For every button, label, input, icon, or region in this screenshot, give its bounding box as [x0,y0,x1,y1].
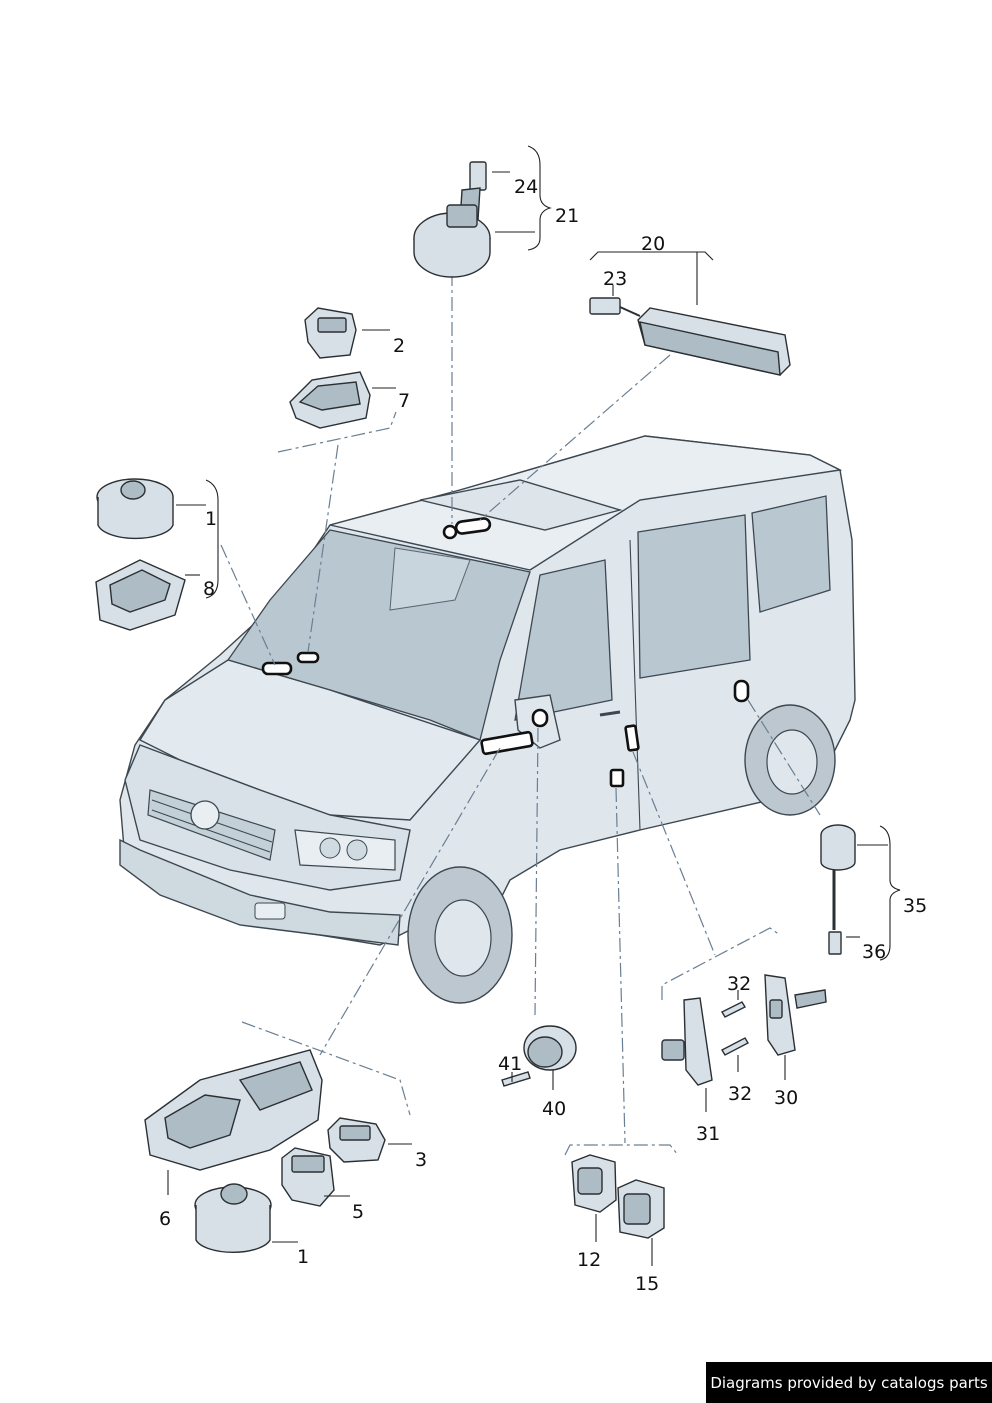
callout-40: 40 [542,1098,566,1120]
marker-sliding-door [733,679,750,703]
part-21-light-switch [413,161,491,278]
part-2-switch [304,307,357,359]
callout-12: 12 [577,1249,601,1271]
callout-1-top: 1 [205,508,217,530]
callout-3: 3 [415,1149,427,1171]
callout-7: 7 [398,390,410,412]
callout-35: 35 [903,895,927,917]
part-5-switch [281,1147,335,1207]
part-30-contact-switch [764,974,827,1056]
part-40-grommet [501,1025,577,1087]
callout-21: 21 [555,205,579,227]
part-20-control-module [589,297,791,376]
callout-41: 41 [498,1053,522,1075]
callout-32-bottom: 32 [728,1083,752,1105]
callout-leaders [167,145,901,1266]
part-3-switch [327,1117,386,1163]
credit-banner: Diagrams provided by catalogs parts [706,1362,992,1403]
part-6-door-pocket [144,1049,323,1171]
callout-labels: 24 21 20 23 2 7 1 8 35 36 32 32 30 31 41… [159,176,927,1295]
callout-2: 2 [393,335,405,357]
credit-text: Diagrams provided by catalogs parts [710,1373,988,1392]
van-illustration [119,435,856,1004]
part-1-mirror-knob-bottom [194,1183,272,1254]
marker-door-switch [609,768,625,788]
part-32-screws [721,1001,749,1056]
part-15-button [617,1179,665,1239]
callout-6: 6 [159,1208,171,1230]
marker-door-trim [480,730,534,756]
part-7-switch-panel [289,371,371,429]
marker-dash-right [296,651,320,664]
marker-mirror [531,708,549,728]
callout-36: 36 [862,941,886,963]
part-1-mirror-knob-top [96,478,174,540]
callout-31: 31 [696,1123,720,1145]
part-12-button [571,1154,617,1213]
callout-15: 15 [635,1273,659,1295]
location-markers [261,517,750,788]
callout-23: 23 [603,268,627,290]
callout-1-bottom: 1 [297,1246,309,1268]
callout-32-top: 32 [727,973,751,995]
callout-30: 30 [774,1087,798,1109]
part-8-bezel [95,559,186,631]
callout-8: 8 [203,578,215,600]
callout-24: 24 [514,176,538,198]
part-31-bracket [661,997,713,1086]
callout-5: 5 [352,1201,364,1223]
marker-dash-left [261,661,293,676]
part-35-door-sensor [820,824,856,955]
dash-leaders [220,272,821,1156]
marker-roof-module [454,517,492,535]
marker-door-contact [624,724,640,752]
marker-roof-control [442,524,458,540]
callout-20: 20 [641,233,665,255]
